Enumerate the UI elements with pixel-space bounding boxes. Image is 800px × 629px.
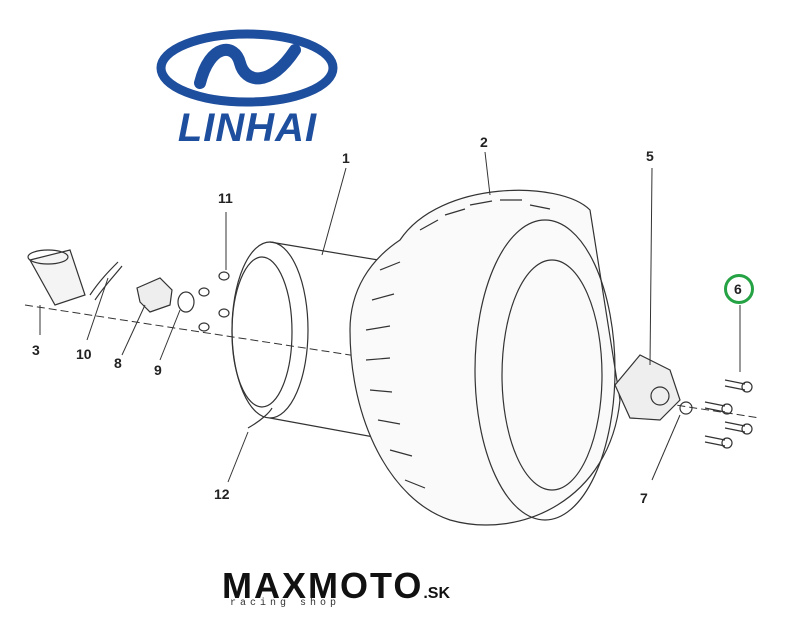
callout-7: 7 (640, 490, 648, 506)
tire-part (349, 189, 621, 526)
hub-part (614, 354, 681, 421)
maxmoto-name: MAXMOTO (222, 565, 424, 606)
linhai-logo: LINHAI (155, 28, 340, 150)
maxmoto-logo: MAXMOTO.SK racing shop (222, 565, 522, 615)
callout-11: 11 (218, 190, 233, 206)
castle-nut-part (136, 277, 173, 313)
callout-6-highlight (724, 274, 754, 304)
linhai-emblem-icon (156, 29, 338, 107)
cotter-pin-part (89, 261, 123, 301)
callout-12: 12 (214, 486, 230, 502)
callout-3: 3 (32, 342, 40, 358)
hub-cap-rim (27, 249, 69, 265)
bolt-set-part (704, 379, 753, 449)
callout-9: 9 (154, 362, 162, 378)
hub-cap-part (29, 249, 86, 306)
callout-10: 10 (76, 346, 92, 362)
callout-5: 5 (646, 148, 654, 164)
valve-stem-part (247, 407, 273, 429)
callout-1: 1 (342, 150, 350, 166)
maxmoto-wordmark: MAXMOTO.SK (222, 565, 450, 607)
callout-6: 6 (734, 281, 742, 297)
stud-set-part (198, 271, 230, 332)
maxmoto-domain-suffix: .SK (423, 585, 451, 602)
washer-part (177, 291, 195, 313)
callout-8: 8 (114, 355, 122, 371)
maxmoto-tagline: racing shop (230, 598, 341, 609)
spacer-part (679, 401, 693, 415)
logo-wordmark: LINHAI (177, 106, 318, 150)
leader-lines (39, 151, 741, 483)
callout-2: 2 (480, 134, 488, 150)
